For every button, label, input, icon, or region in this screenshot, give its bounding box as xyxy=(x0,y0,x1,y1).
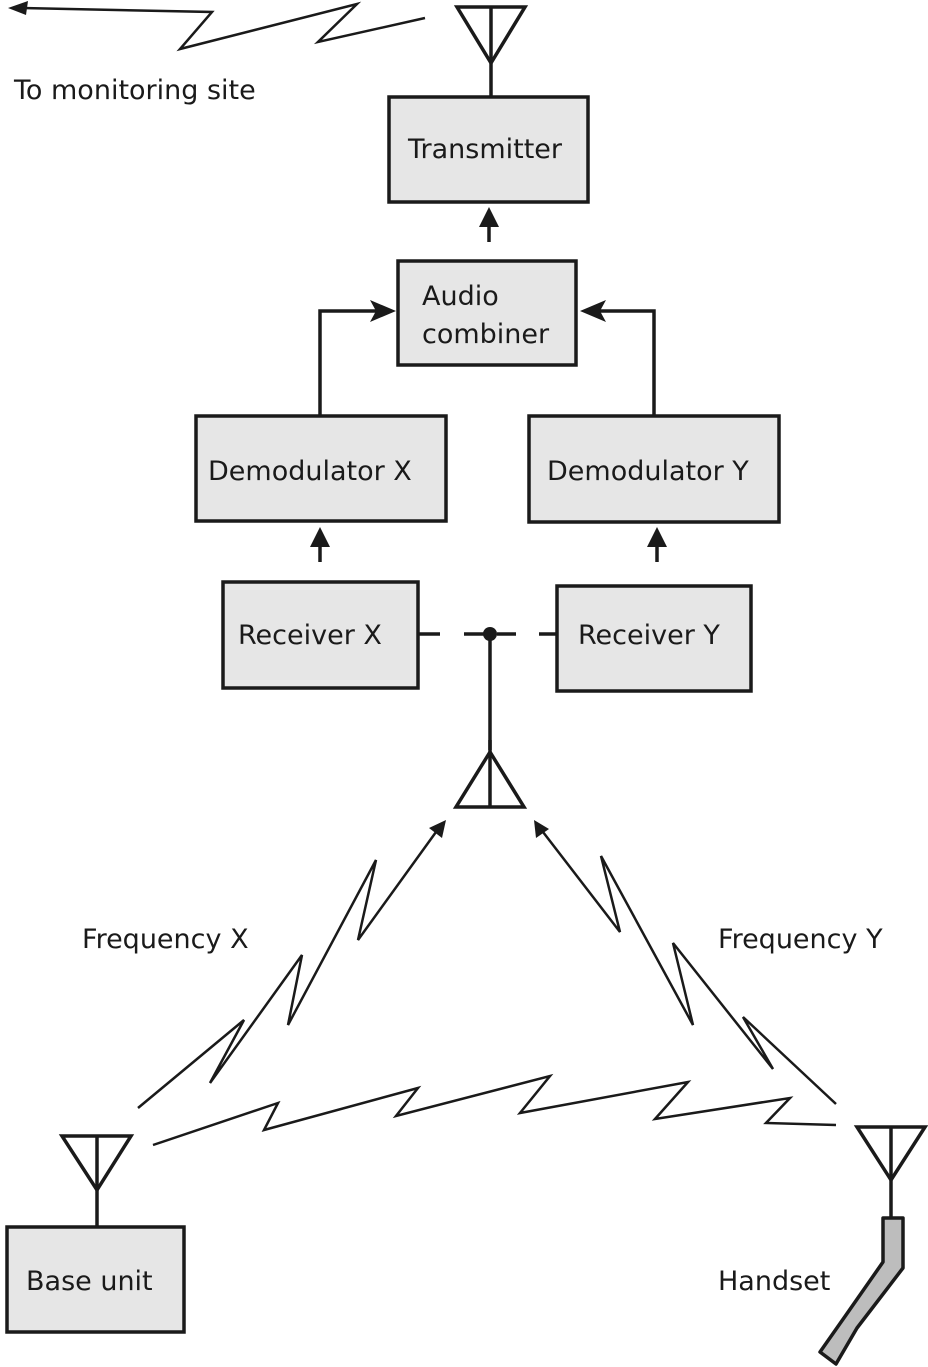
transmitter-label: Transmitter xyxy=(407,134,563,165)
base-handset-link xyxy=(152,1073,837,1147)
demodulator-x-label: Demodulator X xyxy=(208,456,412,487)
audio-combiner-label-line1: Audio xyxy=(422,281,499,312)
base-unit-block xyxy=(5,1225,186,1334)
arrow-demod-x-to-combiner xyxy=(318,300,396,416)
receiver-y-block xyxy=(555,584,753,693)
frequency-y-link xyxy=(534,820,837,1105)
handset-antenna-icon xyxy=(853,1125,928,1218)
demodulator-y-label: Demodulator Y xyxy=(547,456,749,487)
audio-combiner-block xyxy=(396,259,578,367)
receiver-y-label: Receiver Y xyxy=(578,620,720,651)
transmitter-block xyxy=(387,95,590,204)
arrow-receiver-y-to-demod-y xyxy=(647,527,667,562)
monitoring-label: To monitoring site xyxy=(13,75,256,106)
base-unit-antenna-icon xyxy=(58,1134,135,1227)
transmitter-antenna-icon xyxy=(453,5,529,97)
demodulator-x-block xyxy=(194,414,448,523)
arrow-demod-y-to-combiner xyxy=(580,300,656,416)
receiver-antenna-junction xyxy=(418,627,557,750)
receiver-x-label: Receiver X xyxy=(238,620,382,651)
receiver-x-block xyxy=(221,580,420,690)
handset-label: Handset xyxy=(718,1266,830,1297)
arrow-combiner-to-transmitter xyxy=(479,207,499,242)
frequency-x-link xyxy=(137,820,446,1109)
frequency-y-label: Frequency Y xyxy=(718,924,883,955)
frequency-x-label: Frequency X xyxy=(82,924,249,955)
monitoring-link xyxy=(8,1,426,52)
audio-combiner-label-line2: combiner xyxy=(422,319,550,350)
arrow-receiver-x-to-demod-x xyxy=(310,527,330,562)
demodulator-y-block xyxy=(527,414,781,524)
receiver-antenna-icon xyxy=(452,740,528,809)
handset-icon xyxy=(818,1216,905,1366)
base-unit-label: Base unit xyxy=(26,1266,153,1297)
